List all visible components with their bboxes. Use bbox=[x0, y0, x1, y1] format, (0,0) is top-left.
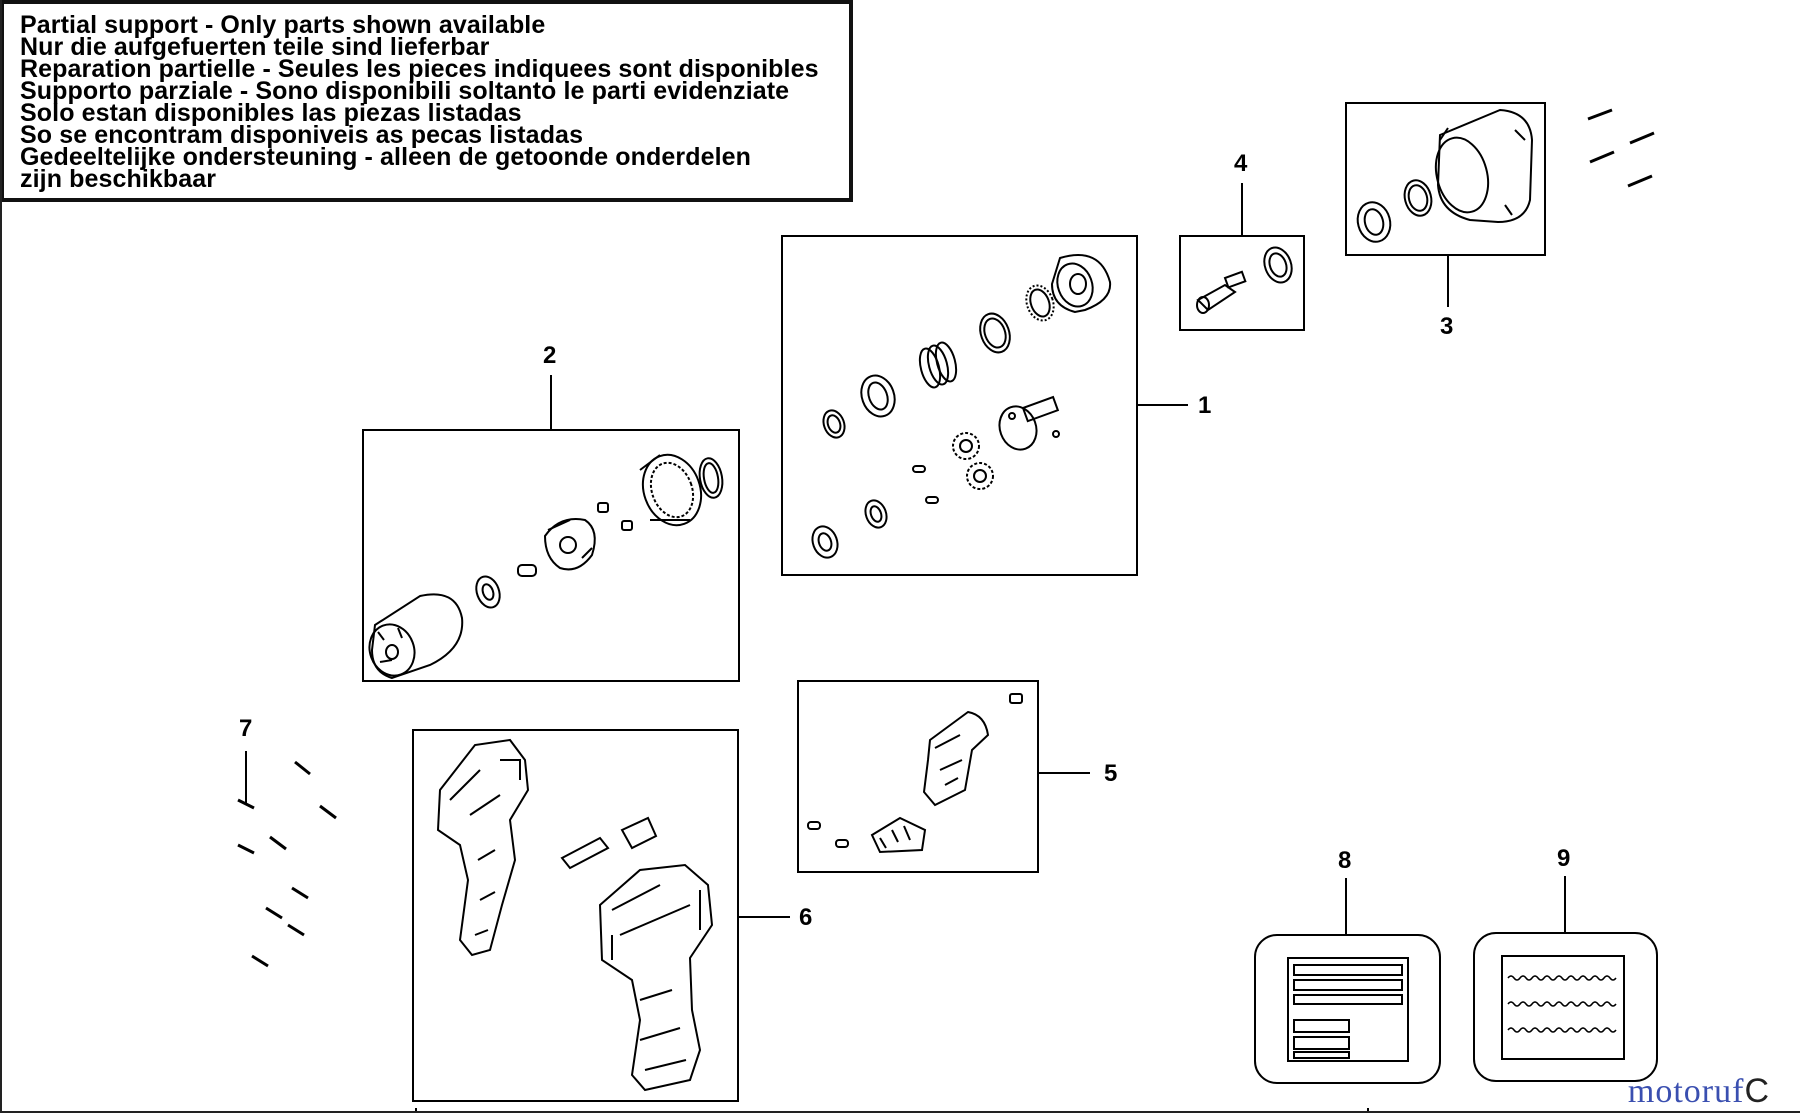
part-group-6[interactable] bbox=[412, 729, 790, 1102]
part-group-3[interactable] bbox=[1345, 102, 1546, 307]
warning-label bbox=[1501, 955, 1625, 1060]
notice-line-es: Solo estan disponibles las piezas listad… bbox=[20, 99, 522, 127]
callout-8: 8 bbox=[1338, 847, 1351, 874]
housing-components bbox=[1356, 108, 1534, 243]
motor-components bbox=[368, 453, 724, 680]
notice-line-nl: Gedeeltelijke ondersteuning - alleen de … bbox=[20, 143, 752, 171]
notice-line-de: Nur die aufgefuerten teile sind lieferba… bbox=[20, 33, 490, 61]
callout-5: 5 bbox=[1104, 760, 1117, 787]
rating-label bbox=[1287, 957, 1409, 1062]
part-group-2[interactable] bbox=[362, 375, 740, 682]
part-group-4[interactable] bbox=[1179, 183, 1305, 331]
callout-9: 9 bbox=[1557, 845, 1570, 872]
notice-line-fr: Reparation partielle - Seules les pieces… bbox=[20, 55, 819, 83]
gearbox-components bbox=[811, 254, 1112, 559]
watermark-suffix: C bbox=[1744, 1072, 1770, 1110]
callout-3: 3 bbox=[1440, 313, 1453, 340]
part-group-1[interactable] bbox=[781, 235, 1188, 576]
callout-6: 6 bbox=[799, 904, 812, 931]
part-group-8[interactable] bbox=[1254, 878, 1441, 1084]
part-group-9[interactable] bbox=[1473, 876, 1658, 1082]
anvil-components bbox=[1196, 246, 1293, 314]
callout-7: 7 bbox=[239, 715, 252, 742]
callout-4: 4 bbox=[1234, 150, 1248, 177]
watermark-logo: motorufC bbox=[1628, 1072, 1770, 1111]
case-screws bbox=[237, 760, 337, 968]
partial-support-notice: Partial support - Only parts shown avail… bbox=[0, 0, 853, 202]
part-group-5[interactable] bbox=[797, 680, 1090, 873]
housing-screws bbox=[1587, 108, 1655, 188]
callout-2: 2 bbox=[543, 342, 556, 369]
notice-line-nl-2: zijn beschikbaar bbox=[20, 165, 217, 193]
notice-line-en: Partial support - Only parts shown avail… bbox=[20, 11, 546, 39]
clamshell-components bbox=[436, 738, 714, 1092]
watermark-text: motoruf bbox=[1627, 1073, 1745, 1110]
switch-components bbox=[807, 693, 1023, 854]
part-group-7[interactable] bbox=[237, 751, 337, 968]
notice-line-pt: So se encontram disponiveis as pecas lis… bbox=[20, 121, 584, 149]
callout-1: 1 bbox=[1198, 392, 1211, 419]
notice-line-it: Supporto parziale - Sono disponibili sol… bbox=[20, 77, 790, 105]
